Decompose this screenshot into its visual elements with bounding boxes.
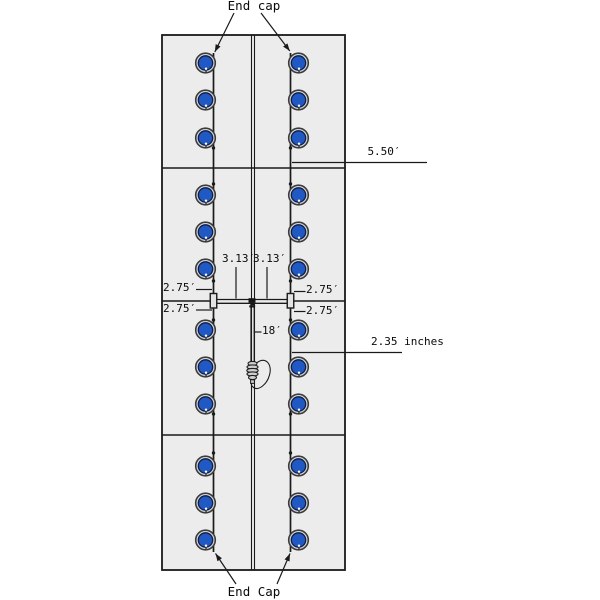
dimension-18-label: 18′ xyxy=(262,324,282,337)
dimension-2-75-right-bottom-label: 2.75′ xyxy=(306,304,340,317)
end-cap-bottom-label: End Cap xyxy=(227,584,281,599)
dimension-2-35-inches-label: 2.35 inches xyxy=(371,335,444,348)
dimension-3-13-left-label: 3.13′ xyxy=(222,252,256,265)
dimension-5-50-label: 5.50′ xyxy=(367,145,401,158)
end-cap-top-label: End cap xyxy=(227,0,281,13)
dimension-2-75-right-top-label: 2.75′ xyxy=(306,283,340,296)
dimension-2-75-left-bottom-label: 2.75′ xyxy=(163,302,197,315)
dimension-2-75-left-top-label: 2.75′ xyxy=(163,281,197,294)
dimension-3-13-right-label: 3.13′ xyxy=(253,252,287,265)
